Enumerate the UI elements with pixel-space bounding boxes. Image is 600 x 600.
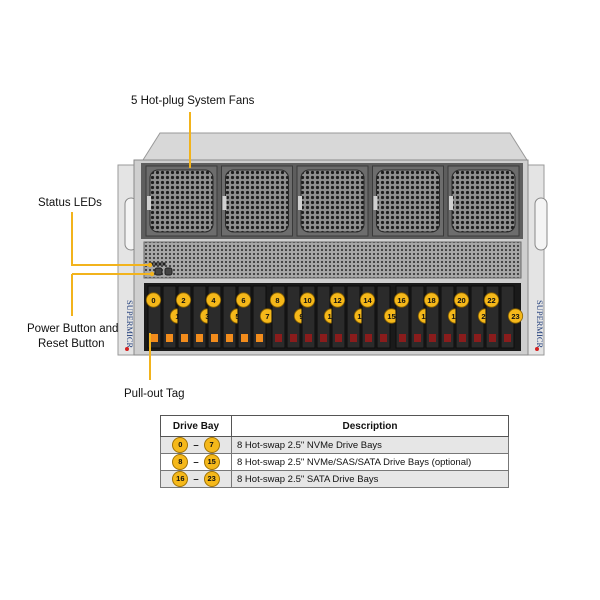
svg-text:18: 18 [427, 296, 435, 305]
bay-badge: 23 [203, 471, 220, 487]
svg-text:7: 7 [265, 312, 269, 321]
svg-text:15: 15 [387, 312, 395, 321]
brand-logo-left-dot [125, 347, 129, 351]
bay-number-badge: 20 [453, 292, 470, 308]
bay-badge: 15 [203, 454, 220, 470]
svg-text:16: 16 [397, 296, 405, 305]
brand-logo: SUPERMICR [535, 300, 545, 349]
brand-logo-left: SUPERMICR [125, 300, 135, 349]
svg-text:20: 20 [457, 296, 465, 305]
power-button[interactable] [154, 267, 163, 276]
bay-number-badge: 22 [483, 292, 500, 308]
svg-text:8: 8 [275, 296, 279, 305]
bay-badge: 8 [172, 454, 189, 470]
svg-text:12: 12 [333, 296, 341, 305]
header-description: Description [231, 415, 509, 437]
callout-dot-leds [147, 262, 153, 268]
bay-number-badge: 10 [299, 292, 316, 308]
svg-text:14: 14 [363, 296, 372, 305]
callout-lines [71, 112, 191, 380]
svg-text:2: 2 [181, 296, 185, 305]
status-leds [150, 262, 166, 266]
system-fan[interactable] [221, 165, 293, 237]
bay-badge: 16 [172, 471, 189, 487]
row-description: 8 Hot-swap 2.5" NVMe/SAS/SATA Drive Bays… [231, 453, 509, 471]
callout-pullout-tag: Pull-out Tag [124, 388, 185, 400]
svg-text:4: 4 [211, 296, 216, 305]
bay-number-badge: 23 [507, 308, 524, 324]
bay-number-badge: 2 [175, 292, 192, 308]
svg-text:0: 0 [151, 296, 155, 305]
system-fan[interactable] [296, 165, 369, 237]
svg-text:23: 23 [511, 312, 519, 321]
header-drive-bay: Drive Bay [160, 415, 232, 437]
drive-bay[interactable] [192, 285, 207, 349]
range-dash: – [193, 456, 199, 468]
bay-number-badge: 12 [329, 292, 346, 308]
bay-number-badge: 6 [235, 292, 252, 308]
drive-bay-table: Drive Bay Description 0–7 8 Hot-swap 2.5… [160, 415, 509, 488]
svg-text:10: 10 [303, 296, 311, 305]
callout-fans: 5 Hot-plug System Fans [131, 95, 255, 107]
reset-button[interactable] [164, 267, 173, 276]
bay-number-badge: 0 [145, 292, 162, 308]
bay-badge: 7 [203, 437, 220, 453]
table-row: 0–7 8 Hot-swap 2.5" NVMe Drive Bays [160, 436, 509, 454]
system-fan[interactable] [145, 165, 218, 237]
range-dash: – [193, 439, 199, 451]
callout-status-leds: Status LEDs [38, 197, 102, 209]
svg-text:22: 22 [487, 296, 495, 305]
vent-mesh [143, 241, 522, 279]
range-dash: – [193, 473, 199, 485]
bay-number-badge: 14 [359, 292, 376, 308]
row-description: 8 Hot-swap 2.5" SATA Drive Bays [231, 470, 509, 488]
svg-text:6: 6 [241, 296, 245, 305]
callout-dot-power [149, 271, 155, 277]
table-row: 8–15 8 Hot-swap 2.5" NVMe/SAS/SATA Drive… [160, 453, 509, 471]
system-fan[interactable] [372, 165, 444, 237]
bay-number-badge: 18 [423, 292, 440, 308]
callout-power-line1: Power Button and [27, 323, 119, 335]
bay-number-badge: 16 [393, 292, 410, 308]
right-handle[interactable] [534, 197, 548, 251]
brand-logo-dot [535, 347, 539, 351]
server-front-diagram: 01234567891011121314151617181920212223 S… [71, 112, 548, 380]
table-row: 16–23 8 Hot-swap 2.5" SATA Drive Bays [160, 470, 509, 488]
system-fan[interactable] [447, 165, 520, 237]
callout-power-reset: Power Button and Reset Button [27, 322, 118, 352]
chassis-top [142, 132, 528, 161]
callout-power-line2: Reset Button [38, 338, 105, 350]
bay-number-badge: 8 [269, 292, 286, 308]
bay-number-badge: 4 [205, 292, 222, 308]
bay-badge: 0 [172, 437, 189, 453]
row-description: 8 Hot-swap 2.5" NVMe Drive Bays [231, 436, 509, 454]
